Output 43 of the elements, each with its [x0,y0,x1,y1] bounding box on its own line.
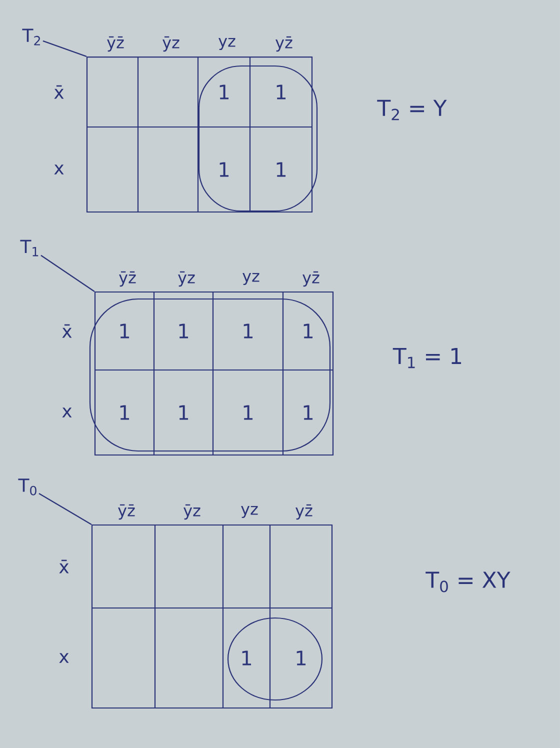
row-header: x̄ [62,324,72,338]
equation: T$_{2}$ = Y [377,100,447,120]
leader-line [40,254,95,292]
column-header: yz̄ [276,36,292,52]
column-header: yz̄ [296,504,312,520]
equation: T$_{0}$ = XY [426,572,510,592]
row-header: x [54,164,64,174]
cell-value: 1 [179,405,188,420]
column-header: yz̄ [302,271,320,287]
row-header: x [62,408,72,418]
cell-value: 1 [220,162,229,177]
column-header: ȳz̄ [119,271,136,287]
cell-value: 1 [220,84,229,100]
leader-line [42,40,87,58]
karnaugh-map-grid [86,56,313,213]
cell-value: 1 [244,405,253,420]
column-header: yz [218,38,236,50]
karnaugh-map-grid [91,524,333,709]
cell-value: 1 [276,84,286,100]
equation: T$_{1}$ = 1 [392,348,462,368]
cell-value: 1 [304,324,313,338]
cell-value: 1 [276,162,286,177]
cell-value: 1 [120,405,130,420]
row-header: x̄ [59,560,69,574]
column-header: ȳz [162,36,180,52]
cell-value: 1 [304,405,313,420]
function-label: T$_{2}$ [22,28,40,46]
function-label: T$_{0}$ [18,478,36,496]
column-header: ȳz̄ [107,36,124,52]
row-header: x [59,653,69,663]
column-header: ȳz̄ [118,504,135,520]
cell-value: 1 [296,650,306,666]
column-header: yz [242,272,260,286]
cell-value: 1 [179,324,188,338]
column-header: ȳz [184,504,200,520]
column-header: ȳz [178,271,195,287]
column-header: yz [241,506,258,518]
cell-value: 1 [242,650,252,666]
cell-value: 1 [244,324,253,338]
cell-value: 1 [120,324,130,338]
leader-line [38,492,92,525]
function-label: T$_{1}$ [20,240,38,256]
row-header: x̄ [54,85,64,99]
